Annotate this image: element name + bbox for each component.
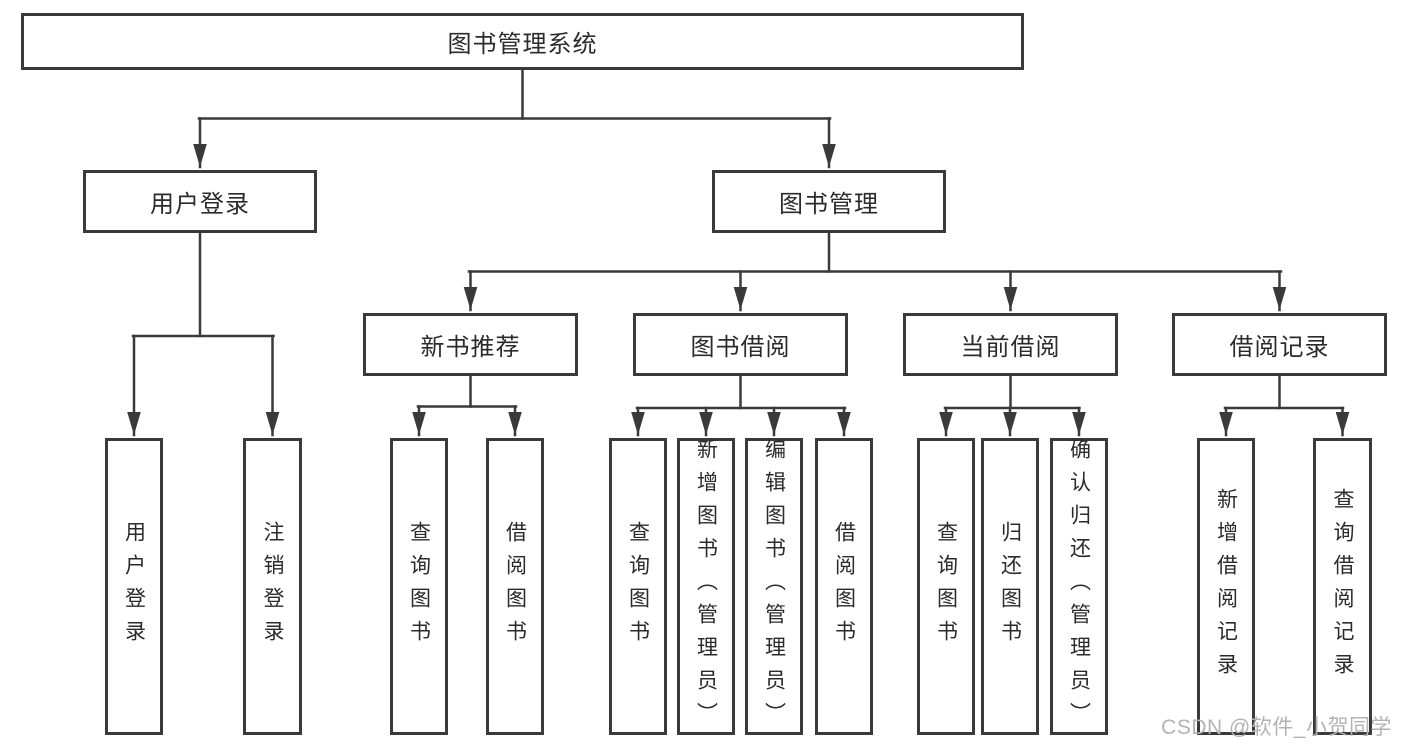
leaf-borrow-book: 借阅图书: [815, 438, 873, 735]
leaf-query-book-recommend: 查询图书: [390, 438, 448, 735]
leaf-add-book-admin: 新增图书（管理员）: [677, 438, 735, 735]
leaf-edit-book-admin-label: 编辑图书（管理员）: [762, 438, 786, 735]
node-book-borrowing: 图书借阅: [633, 313, 848, 376]
leaf-user-login: 用户登录: [105, 438, 163, 735]
node-book-borrowing-label: 图书借阅: [690, 334, 791, 361]
node-current-borrowing: 当前借阅: [903, 313, 1118, 376]
node-user-login-label: 用户登录: [150, 191, 250, 218]
leaf-return-book: 归还图书: [981, 438, 1039, 735]
node-new-book-recommend: 新书推荐: [363, 313, 578, 376]
node-borrowing-records-label: 借阅记录: [1229, 334, 1330, 361]
node-library-management-system: 图书管理系统: [21, 13, 1024, 70]
leaf-add-borrow-record: 新增借阅记录: [1197, 438, 1255, 735]
node-user-login-branch: 用户登录: [83, 170, 317, 233]
node-root-label: 图书管理系统: [447, 31, 598, 58]
leaf-confirm-return-admin: 确认归还（管理员）: [1050, 438, 1108, 735]
leaf-query-book-current: 查询图书: [917, 438, 975, 735]
leaf-query-borrow-record: 查询借阅记录: [1313, 438, 1372, 735]
leaf-logout-label: 注销登录: [261, 520, 284, 653]
node-new-book-recommend-label: 新书推荐: [420, 334, 521, 361]
node-borrowing-records: 借阅记录: [1172, 313, 1387, 376]
leaf-add-borrow-record-label: 新增借阅记录: [1214, 487, 1238, 686]
node-book-management-branch: 图书管理: [712, 170, 946, 233]
leaf-query-book-borrowing: 查询图书: [609, 438, 667, 735]
leaf-query-borrow-record-label: 查询借阅记录: [1331, 487, 1354, 686]
leaf-query-book-recommend-label: 查询图书: [407, 520, 431, 653]
leaf-query-book-borrowing-label: 查询图书: [626, 520, 650, 653]
leaf-return-book-label: 归还图书: [998, 520, 1022, 653]
leaf-logout: 注销登录: [243, 438, 302, 735]
leaf-borrow-book-recommend-label: 借阅图书: [503, 520, 527, 653]
leaf-edit-book-admin: 编辑图书（管理员）: [745, 438, 803, 735]
leaf-borrow-book-label: 借阅图书: [832, 520, 856, 653]
csdn-watermark: CSDN @软件_小贺同学: [1161, 716, 1392, 739]
leaf-borrow-book-recommend: 借阅图书: [486, 438, 544, 735]
node-current-borrowing-label: 当前借阅: [960, 334, 1061, 361]
leaf-user-login-label: 用户登录: [122, 520, 146, 653]
node-book-management-label: 图书管理: [779, 191, 879, 218]
leaf-confirm-return-admin-label: 确认归还（管理员）: [1067, 438, 1091, 735]
leaf-add-book-admin-label: 新增图书（管理员）: [694, 438, 718, 735]
leaf-query-book-current-label: 查询图书: [934, 520, 958, 653]
